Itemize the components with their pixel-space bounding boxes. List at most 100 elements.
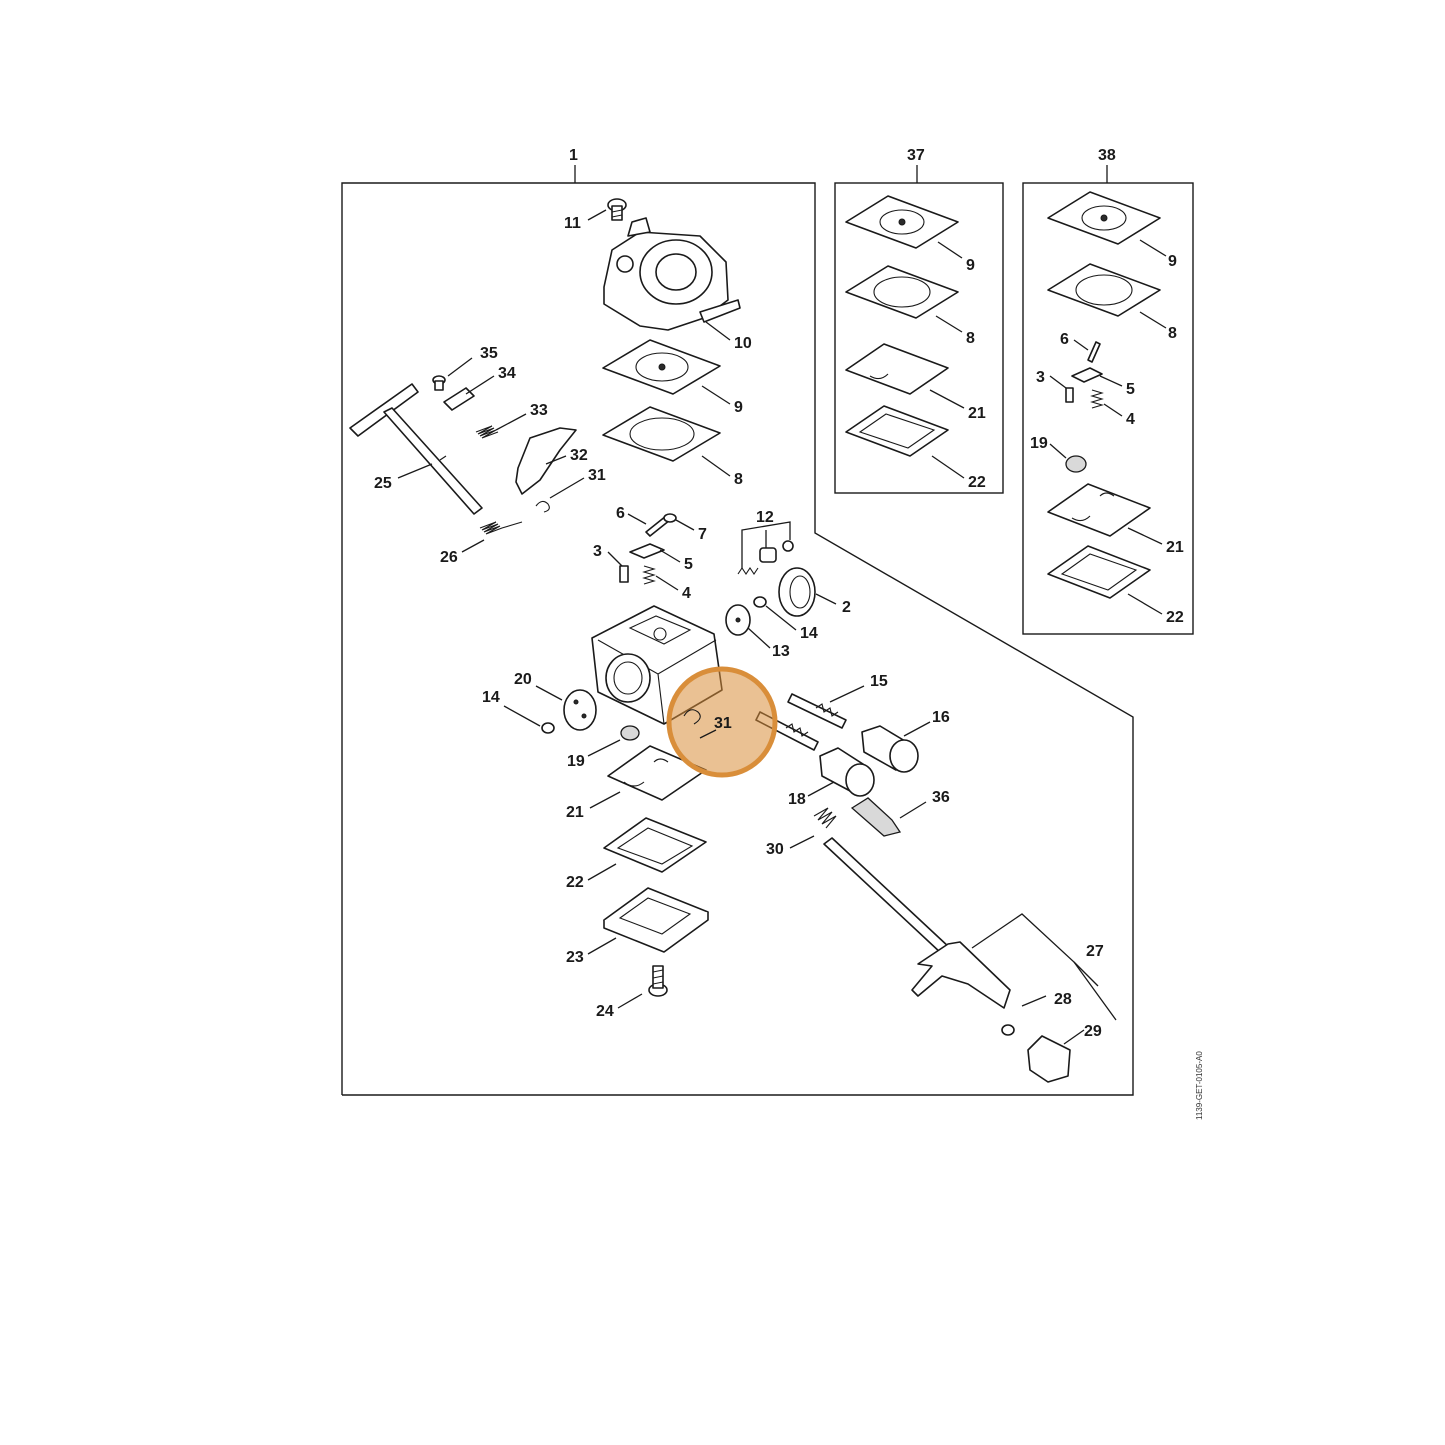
label-kit38-19[interactable]: 19 — [1030, 435, 1048, 452]
label-kit38-21[interactable]: 21 — [1166, 539, 1184, 556]
label-35[interactable]: 35 — [480, 345, 498, 362]
kit-38-filter — [1065, 455, 1087, 473]
part-31-clip — [535, 500, 550, 513]
label-group-37[interactable]: 37 — [907, 147, 925, 164]
part-12-jet-set — [737, 540, 794, 575]
label-25[interactable]: 25 — [374, 475, 392, 492]
label-14-lower[interactable]: 14 — [482, 689, 500, 706]
part-5-lever — [629, 543, 665, 559]
label-4[interactable]: 4 — [682, 585, 691, 602]
part-25-shaft — [349, 383, 483, 515]
label-34[interactable]: 34 — [498, 365, 516, 382]
label-6[interactable]: 6 — [616, 505, 625, 522]
kit-38-diaphragm — [1047, 191, 1161, 245]
part-19-filter — [620, 725, 640, 741]
label-kit38-4[interactable]: 4 — [1126, 411, 1135, 428]
label-10[interactable]: 10 — [734, 335, 752, 352]
label-kit38-6[interactable]: 6 — [1060, 331, 1069, 348]
label-31[interactable]: 31 — [588, 467, 606, 484]
part-7-screw — [663, 513, 677, 523]
label-27[interactable]: 27 — [1086, 943, 1104, 960]
part-8-gasket — [602, 406, 721, 462]
label-20[interactable]: 20 — [514, 671, 532, 688]
label-kit38-9[interactable]: 9 — [1168, 253, 1177, 270]
label-kit38-22[interactable]: 22 — [1166, 609, 1184, 626]
label-18[interactable]: 18 — [788, 791, 806, 808]
kit-37-pump-gasket — [845, 405, 949, 457]
highlight-31-label: 31 — [714, 715, 732, 732]
label-24[interactable]: 24 — [596, 1003, 614, 1020]
kit-37-diaphragm — [845, 195, 959, 249]
label-30[interactable]: 30 — [766, 841, 784, 858]
kit-38-lever — [1071, 367, 1103, 383]
part-10-cover — [603, 217, 741, 331]
part-27-shaft — [823, 837, 1011, 1009]
part-16-cap — [861, 725, 919, 773]
kit-38-pin — [1087, 341, 1101, 363]
group-37-frame — [834, 165, 1004, 494]
part-14b-screw — [541, 722, 555, 734]
highlight-31[interactable]: 31 — [666, 666, 778, 778]
label-29[interactable]: 29 — [1084, 1023, 1102, 1040]
label-12[interactable]: 12 — [756, 509, 774, 526]
part-23-cover — [603, 887, 709, 953]
label-5[interactable]: 5 — [684, 556, 693, 573]
part-35-screw — [432, 375, 446, 391]
label-group-38[interactable]: 38 — [1098, 147, 1116, 164]
label-group-1[interactable]: 1 — [569, 147, 578, 164]
document-id: 1139-GET-0105-A0 — [1195, 1051, 1204, 1120]
part-14a-screw — [753, 596, 767, 608]
label-11[interactable]: 11 — [564, 215, 581, 232]
part-36-screw — [850, 797, 902, 837]
label-15[interactable]: 15 — [870, 673, 888, 690]
kit-38-pump-diaphragm — [1047, 483, 1151, 537]
kit-37-pump-diaphragm — [845, 343, 949, 395]
label-21[interactable]: 21 — [566, 804, 584, 821]
kit-38-pump-gasket — [1047, 545, 1151, 599]
label-14-upper[interactable]: 14 — [800, 625, 818, 642]
part-13-disc — [725, 604, 751, 636]
part-32-lever — [515, 427, 577, 495]
part-4-spring — [642, 565, 656, 585]
label-kit38-8[interactable]: 8 — [1168, 325, 1177, 342]
leader-lines — [397, 209, 1167, 1045]
label-26[interactable]: 26 — [440, 549, 458, 566]
callout-labels: 1 37 38 11 10 9 8 35 34 33 32 31 25 26 6… — [374, 147, 1184, 1040]
part-20-plate — [563, 689, 597, 731]
label-kit38-5[interactable]: 5 — [1126, 381, 1135, 398]
label-13[interactable]: 13 — [772, 643, 790, 660]
label-32[interactable]: 32 — [570, 447, 588, 464]
label-3[interactable]: 3 — [593, 543, 602, 560]
label-23[interactable]: 23 — [566, 949, 584, 966]
label-kit38-3[interactable]: 3 — [1036, 369, 1045, 386]
label-7[interactable]: 7 — [698, 526, 707, 543]
part-29-knob — [1027, 1035, 1071, 1083]
part-24-screw — [648, 965, 668, 997]
label-kit37-21[interactable]: 21 — [968, 405, 986, 422]
kit-37-gasket — [845, 265, 959, 319]
kit-38-gasket — [1047, 263, 1161, 317]
label-19[interactable]: 19 — [567, 753, 585, 770]
part-28-screw — [1001, 1024, 1015, 1036]
part-30-spring — [813, 807, 837, 829]
part-26-spring — [479, 521, 523, 535]
part-33-spring — [475, 425, 499, 439]
label-kit37-9[interactable]: 9 — [966, 257, 975, 274]
label-33[interactable]: 33 — [530, 402, 548, 419]
label-28[interactable]: 28 — [1054, 991, 1072, 1008]
group-1-frame — [341, 165, 1134, 1096]
label-kit37-22[interactable]: 22 — [968, 474, 986, 491]
label-kit37-8[interactable]: 8 — [966, 330, 975, 347]
kit-38-spring — [1090, 389, 1104, 409]
group-38-frame — [1022, 165, 1194, 635]
part-3-needle — [619, 565, 629, 583]
label-8[interactable]: 8 — [734, 471, 743, 488]
label-2[interactable]: 2 — [842, 599, 851, 616]
label-36[interactable]: 36 — [932, 789, 950, 806]
label-22[interactable]: 22 — [566, 874, 584, 891]
label-16[interactable]: 16 — [932, 709, 950, 726]
part-18-cap — [819, 747, 875, 797]
label-9[interactable]: 9 — [734, 399, 743, 416]
part-11-screw — [607, 198, 627, 221]
